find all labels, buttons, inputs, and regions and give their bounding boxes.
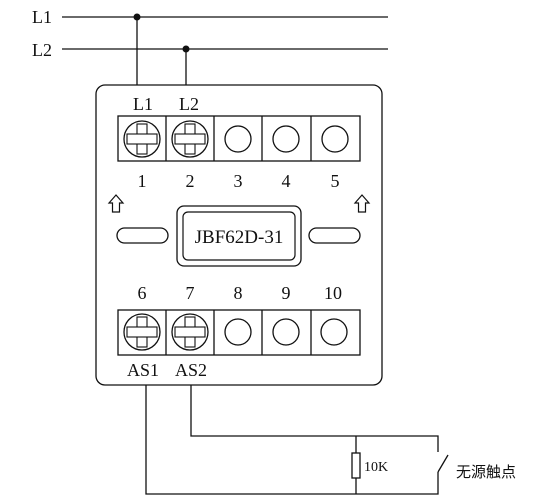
module-body: L1 L2 [95,84,383,386]
empty-terminal-icon [224,125,252,153]
up-arrow-icon [107,194,125,213]
resistor-icon [351,452,361,479]
screw-terminal-icon [123,313,161,351]
empty-terminal-icon [272,125,300,153]
terminal-number-8: 8 [234,283,243,303]
bottom-terminal-block [117,309,361,356]
terminal-number-5: 5 [331,171,340,191]
mounting-slot-icon [308,227,361,244]
model-name: JBF62D-31 [195,227,284,248]
terminal-number-2: 2 [186,171,195,191]
model-label: JBF62D-31 [176,205,302,267]
terminal-label-as1: AS1 [127,360,159,380]
terminal-number-6: 6 [138,283,147,303]
wire-as2 [190,385,439,452]
empty-terminal-icon [320,318,348,346]
terminal-number-10: 10 [324,283,342,303]
wire-as1 [145,385,439,495]
bus-lines: L1 L2 [32,7,388,85]
empty-terminal-icon [272,318,300,346]
screw-terminal-icon [171,313,209,351]
terminal-label-l1: L1 [133,94,153,114]
empty-terminal-icon [224,318,252,346]
contact-label: 无源触点 [456,463,516,481]
resistor-label: 10K [364,460,388,475]
external-circuit: 10K 无源触点 [145,385,516,495]
terminal-label-as2: AS2 [175,360,207,380]
top-terminal-block [117,115,361,162]
terminal-number-3: 3 [234,171,243,191]
empty-terminal-icon [321,125,349,153]
terminal-number-1: 1 [138,171,147,191]
terminal-number-7: 7 [186,283,195,303]
screw-terminal-icon [123,120,161,158]
terminal-number-9: 9 [282,283,291,303]
bus-label-l1: L1 [32,7,52,27]
terminal-number-4: 4 [282,171,291,191]
screw-terminal-icon [171,120,209,158]
switch-contact-icon [437,454,449,473]
bus-label-l2: L2 [32,40,52,60]
mounting-slot-icon [116,227,169,244]
up-arrow-icon [353,194,371,213]
terminal-label-l2: L2 [179,94,199,114]
